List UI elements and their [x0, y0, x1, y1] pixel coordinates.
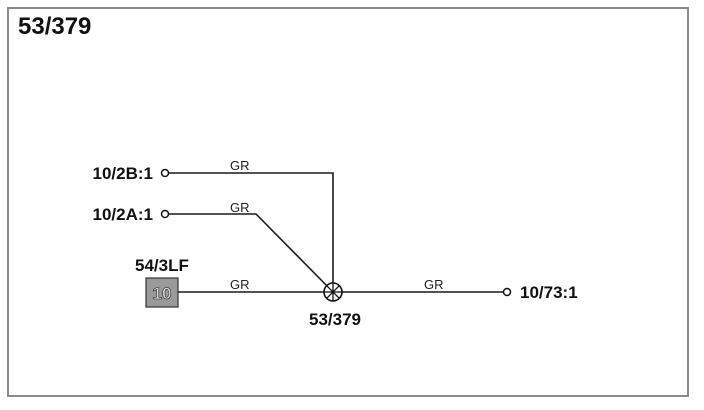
- wire-label-gr: GR: [230, 200, 250, 215]
- wire-label-gr: GR: [424, 277, 444, 292]
- diagram-title: 53/379: [18, 13, 92, 40]
- connector-pin-10-2b: [160, 168, 170, 178]
- connector-pin-10-73: [502, 287, 512, 297]
- diagram-frame: [7, 7, 689, 397]
- wire-label-gr: GR: [230, 277, 250, 292]
- wire-label-gr: GR: [230, 158, 250, 173]
- connector-label-10-2b: 10/2B:1: [93, 164, 153, 183]
- ground-box: [145, 277, 179, 308]
- connector-label-10-73: 10/73:1: [520, 283, 578, 302]
- connector-pin-10-2a: [160, 209, 170, 219]
- splice-label: 53/379: [309, 310, 361, 329]
- connector-label-10-2a: 10/2A:1: [93, 205, 153, 224]
- ground-number: 10: [153, 284, 172, 303]
- splice-icon: [323, 282, 343, 302]
- wire-10-2b: [168, 172, 334, 292]
- wire-10-2a: [168, 213, 334, 293]
- ground-label: 54/3LF: [135, 256, 189, 275]
